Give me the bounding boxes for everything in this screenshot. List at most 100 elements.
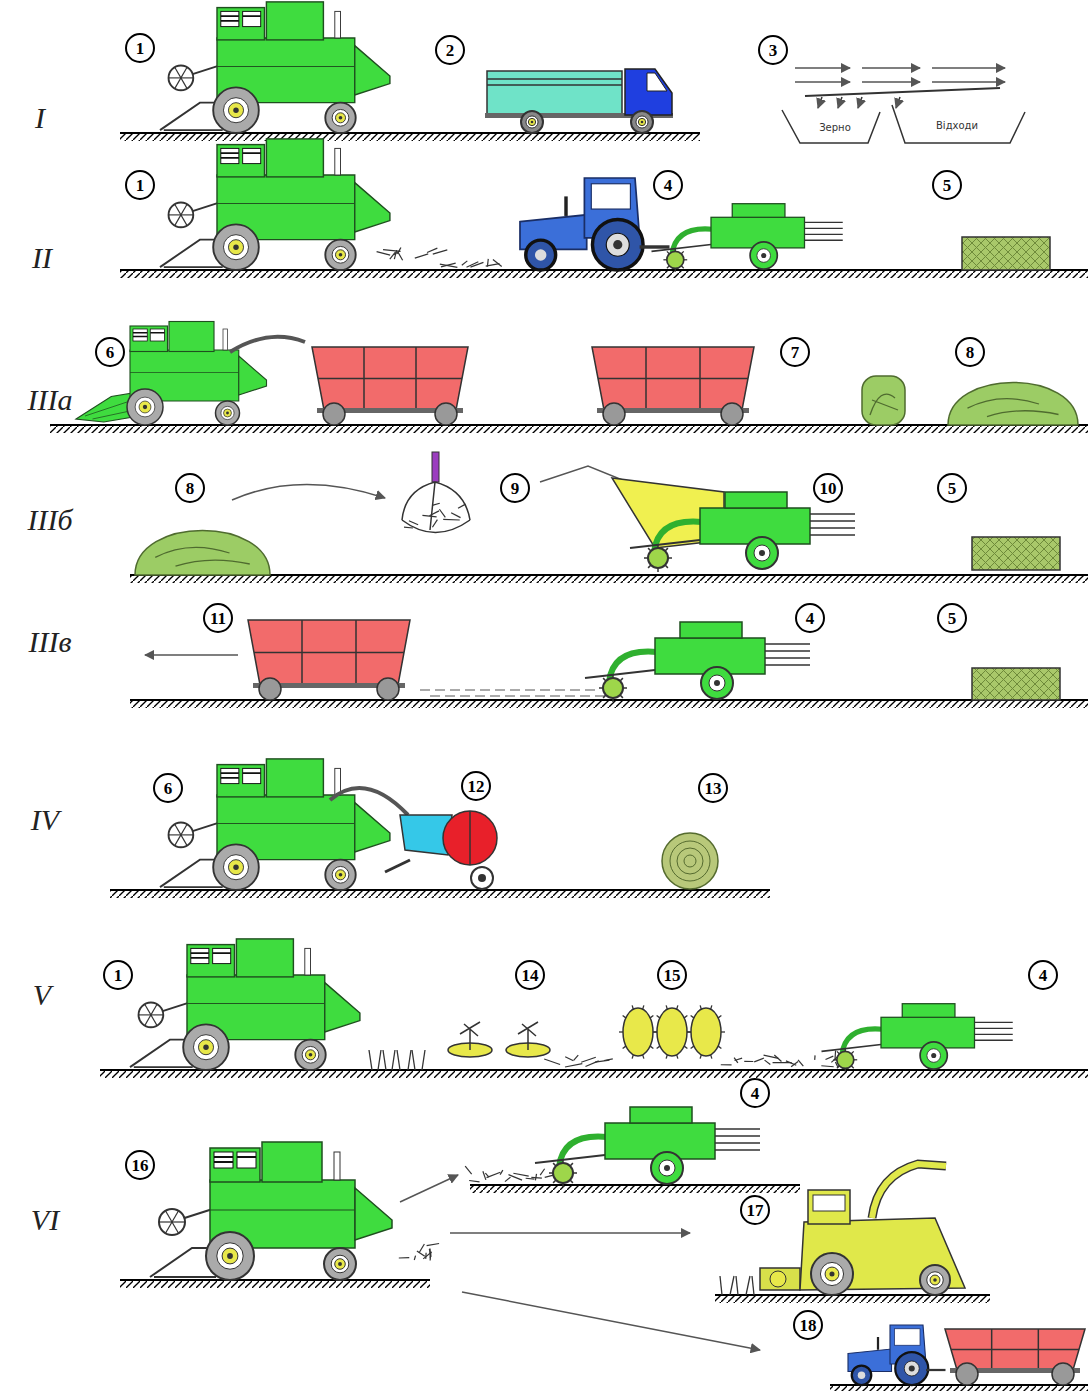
rake [619, 1005, 725, 1058]
straw-windrow-part [513, 1173, 528, 1176]
combine-harvester-part [223, 855, 248, 880]
combine-harvester-part [243, 148, 261, 163]
callout-circle [176, 474, 204, 502]
callout-number: 5 [943, 177, 952, 194]
straw-windrow-part [439, 509, 445, 517]
rake-part [653, 1031, 657, 1032]
grain-truck-part [641, 121, 644, 124]
straw-windrow-part [485, 1173, 489, 1177]
straw-windrow-part [399, 1257, 409, 1259]
straw-windrow-part [735, 1058, 743, 1060]
rake-part [657, 1016, 660, 1018]
ground-line-part [100, 1069, 1088, 1071]
tractor [848, 1325, 946, 1385]
square-baler-part [759, 550, 765, 556]
trailer [945, 1329, 1085, 1385]
straw-windrow [399, 1243, 439, 1260]
forage-harvester-part [770, 1271, 786, 1287]
rake-part [643, 1055, 644, 1059]
forage-harvester-part [752, 1276, 754, 1295]
ground-line [120, 270, 1088, 278]
straw-windrow-part [397, 247, 400, 253]
combine-harvester-part [175, 67, 181, 78]
square-baler [822, 1004, 1013, 1072]
combine-harvester-part [203, 1044, 208, 1049]
forage-harvester-part [811, 1253, 853, 1295]
cleaning-scheme-part [896, 97, 900, 108]
callout-number: 9 [511, 480, 520, 497]
ground-line-part [110, 889, 770, 891]
square-baler-part [599, 687, 603, 689]
combine-harvester-part [305, 1050, 315, 1060]
straw-stack-part [948, 382, 1078, 425]
square-baler [585, 622, 810, 702]
grain-truck-part [625, 69, 672, 115]
straw-stack [870, 394, 898, 415]
combine-harvester-part [217, 823, 355, 824]
ground-line-part [830, 1385, 1088, 1391]
tractor-part [909, 1366, 915, 1372]
trailer [592, 347, 754, 425]
square-baler-part [585, 670, 655, 678]
callout-circle [654, 171, 682, 199]
callout-circle [126, 1151, 154, 1179]
trailer-part [248, 620, 410, 685]
tedder-part [460, 1022, 480, 1050]
callout-number: 8 [186, 480, 195, 497]
square-baler-part [573, 1172, 577, 1174]
square-baler-part [663, 259, 666, 260]
tractor-part [895, 1352, 928, 1385]
combine-harvester-part [332, 866, 349, 883]
combine-harvester-part [217, 145, 265, 177]
cleaning-scheme-part [782, 110, 880, 143]
round-baler [330, 788, 497, 889]
callout-number: 10 [820, 480, 837, 497]
trailer-part [598, 347, 748, 410]
combine-harvester-part [133, 333, 165, 337]
rake-part [677, 1055, 678, 1059]
square-baler-part [562, 1183, 564, 1187]
tractor-part [564, 196, 567, 216]
stubble-part [383, 1050, 386, 1070]
square-baler-part [609, 652, 657, 682]
combine-harvester-part [169, 203, 194, 228]
combine-harvester-part [309, 1053, 313, 1057]
combine-harvester-part [305, 948, 311, 975]
straw-windrow-part [465, 1166, 471, 1174]
combine-harvester-part [181, 78, 187, 89]
straw-windrow-part [427, 1243, 439, 1245]
rake-part [711, 1005, 712, 1009]
square-baler-part [837, 1051, 854, 1068]
rake-part [623, 1008, 653, 1056]
ground-line-part [120, 1279, 430, 1281]
ground-line-part [50, 424, 1088, 426]
ground-line-part [50, 425, 1088, 433]
square-baler [535, 1107, 760, 1187]
combine-harvester [76, 322, 267, 426]
straw-windrow-part [581, 1057, 596, 1062]
square-baler-part [805, 222, 843, 240]
ground-line-part [120, 269, 1088, 271]
combine-harvester-part [210, 1210, 355, 1211]
tractor-part [613, 240, 622, 249]
bin-label: Зерно [819, 123, 851, 133]
square-baler-part [648, 548, 651, 551]
grain-truck-part [487, 71, 622, 115]
ground-line [120, 133, 700, 141]
straw-windrow-part [443, 519, 460, 521]
straw-windrow-part [377, 252, 391, 256]
square-baler-part [603, 678, 606, 681]
combine-harvester-part [145, 1015, 151, 1026]
grain-truck-part [631, 111, 653, 133]
combine-harvester-part [221, 148, 239, 163]
rake-part [643, 1005, 644, 1009]
callout-number: 4 [664, 177, 673, 194]
callout-number: 1 [114, 967, 123, 984]
combine-harvester-part [335, 11, 341, 38]
cleaning-scheme-part [892, 105, 1025, 143]
callout-circle [462, 772, 490, 800]
rake-part [657, 1008, 687, 1056]
rake-part [691, 1046, 694, 1048]
callout-number: 5 [948, 480, 957, 497]
